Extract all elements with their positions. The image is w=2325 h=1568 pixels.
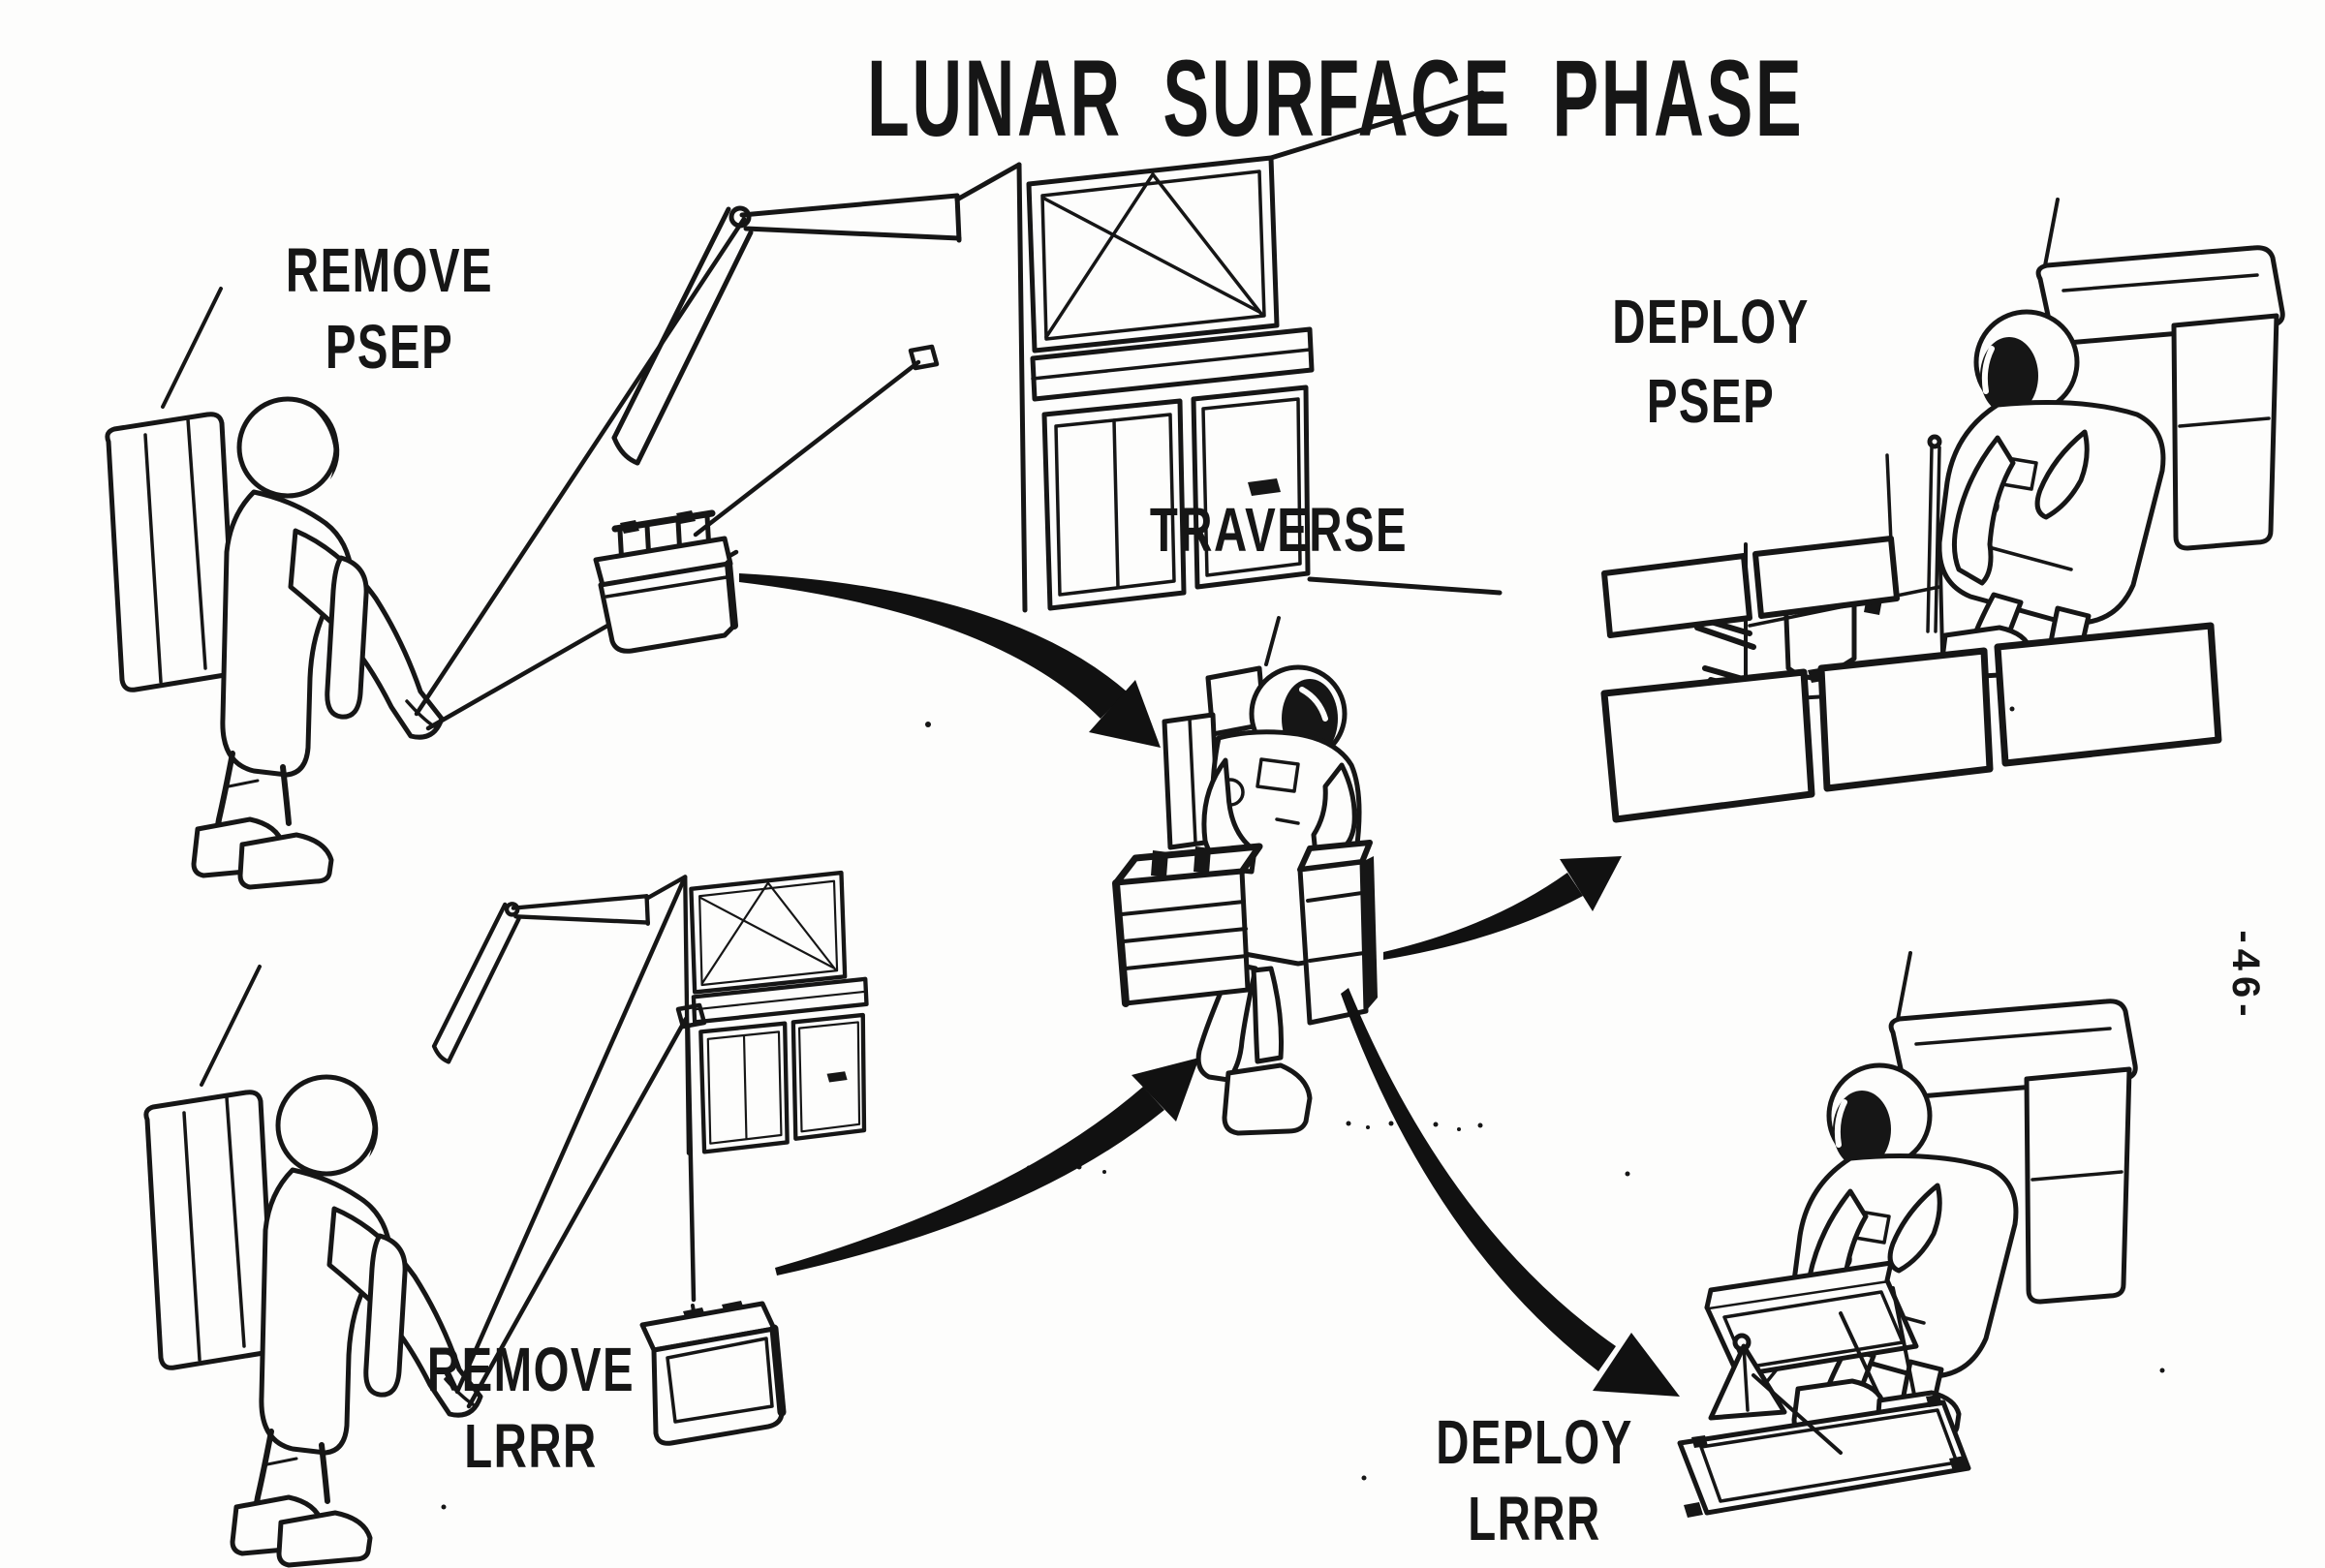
label-deploy-psep: DEPLOY PSEP (1567, 282, 1854, 441)
label-remove-lrrr-line1: REMOVE (426, 1335, 636, 1404)
label-traverse-line1: TRAVERSE (1149, 495, 1409, 565)
page-number: -46- (2224, 930, 2267, 1023)
lrrr-package (639, 1301, 787, 1446)
astronaut-deploying-lrrr (1792, 953, 2135, 1439)
astronaut-deploying-psep (1939, 200, 2282, 686)
label-remove-lrrr: REMOVE LRRR (388, 1332, 674, 1485)
label-deploy-lrrr: DEPLOY LRRR (1391, 1404, 1678, 1557)
arrow-traverse-to-deploy-lrrr (1341, 988, 1680, 1397)
label-deploy-psep-line2: PSEP (1646, 366, 1776, 436)
scene-remove-psep (108, 90, 1503, 887)
scan-specks (441, 90, 2165, 1510)
psep-package (593, 509, 738, 654)
carried-psep-package (1112, 843, 1263, 1007)
label-remove-lrrr-line2: LRRR (464, 1411, 598, 1481)
arrow-remove-lrrr-to-traverse (775, 1058, 1199, 1276)
psep-solar-wing (1601, 536, 1900, 638)
psep-solar-panels (1600, 622, 2222, 823)
lm-hull-line (1268, 90, 1485, 161)
arrow-traverse-to-deploy-psep (1383, 856, 1622, 960)
label-deploy-lrrr-line1: DEPLOY (1436, 1407, 1633, 1477)
label-traverse: TRAVERSE (1135, 492, 1422, 569)
psep-antenna-rod (1926, 446, 1941, 633)
psep-antenna-tip (1927, 434, 1942, 449)
label-deploy-lrrr-line2: LRRR (1468, 1484, 1601, 1553)
lrrr-lanyard-lines (454, 876, 707, 1409)
scene-traverse (1026, 616, 1483, 1174)
lm-seq-bay-lower (434, 873, 866, 1153)
carried-lrrr-package (1297, 840, 1378, 1026)
scene-deploy-psep (1600, 200, 2282, 823)
lrrr-deployed-package (1677, 1260, 1971, 1518)
ground-line (1307, 576, 1503, 596)
label-deploy-psep-line1: DEPLOY (1612, 287, 1810, 356)
arrow-remove-psep-to-traverse (739, 573, 1161, 748)
scene-deploy-lrrr (1677, 953, 2135, 1518)
scene-remove-lrrr (146, 873, 867, 1565)
label-remove-psep: REMOVE PSEP (246, 232, 533, 385)
label-remove-psep-line1: REMOVE (285, 235, 494, 305)
diagram-title: LUNAR SURFACE PHASE (867, 38, 1805, 159)
label-remove-psep-line2: PSEP (325, 312, 454, 382)
